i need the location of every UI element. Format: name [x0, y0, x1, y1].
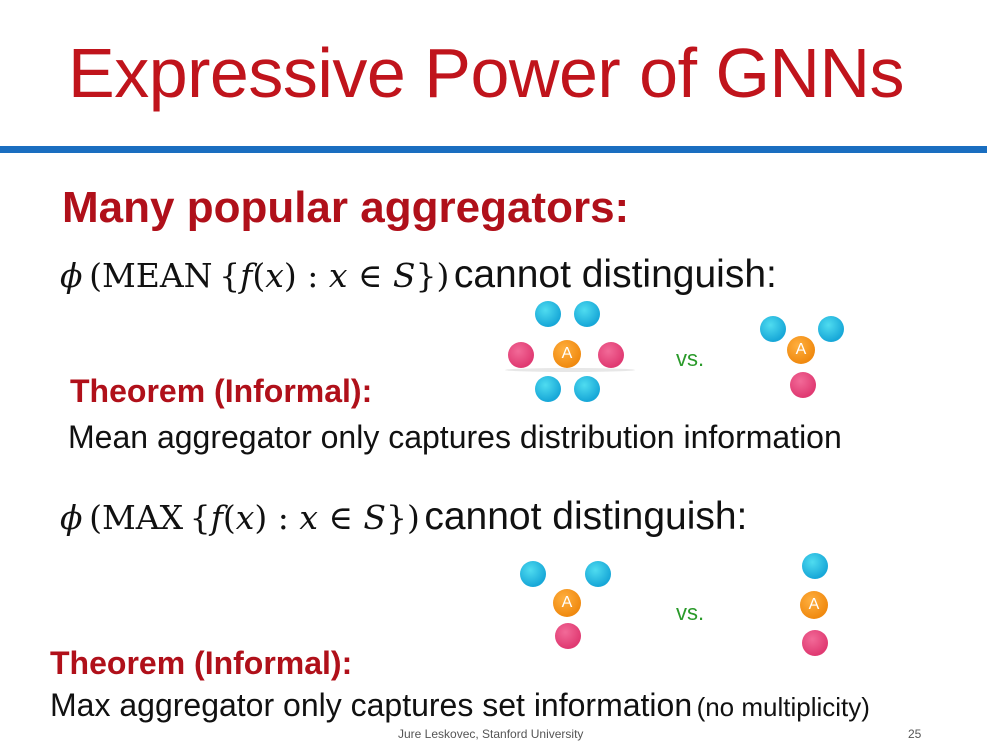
- mean-theorem-text: Mean aggregator only captures distributi…: [68, 419, 842, 455]
- max-formula: ϕ (MAX {f(x) : x ∈ S}): [60, 498, 420, 537]
- node-blue: [535, 301, 561, 327]
- node-a: A: [787, 336, 815, 364]
- node-blue: [760, 316, 786, 342]
- max-theorem-note: (no multiplicity): [696, 692, 870, 722]
- node-blue: [585, 561, 611, 587]
- node-pink: [802, 630, 828, 656]
- max-theorem-label: Theorem (Informal):: [50, 645, 353, 681]
- node-blue: [818, 316, 844, 342]
- node-blue: [574, 376, 600, 402]
- max-theorem-text: Max aggregator only captures set informa…: [50, 687, 693, 723]
- node-blue: [520, 561, 546, 587]
- mean-formula-line: ϕ (MEAN {f(x) : x ∈ S}) cannot distingui…: [60, 255, 777, 294]
- mean-theorem-label: Theorem (Informal):: [70, 373, 373, 409]
- node-blue: [802, 553, 828, 579]
- vs-label-max: vs.: [676, 600, 705, 625]
- title-divider: [0, 146, 987, 153]
- page-number: 25: [908, 727, 922, 741]
- node-a: A: [800, 591, 828, 619]
- slide-title: Expressive Power of GNNs: [68, 34, 905, 112]
- node-pink: [598, 342, 624, 368]
- node-pink: [790, 372, 816, 398]
- max-theorem-line: Max aggregator only captures set informa…: [50, 689, 870, 721]
- mean-formula: ϕ (MEAN {f(x) : x ∈ S}): [60, 256, 450, 295]
- node-pink: [508, 342, 534, 368]
- node-blue: [574, 301, 600, 327]
- mean-cannot-distinguish: cannot distinguish:: [453, 253, 777, 296]
- node-a: A: [553, 589, 581, 617]
- node-blue: [535, 376, 561, 402]
- max-cannot-distinguish: cannot distinguish:: [424, 495, 748, 538]
- node-a: A: [553, 340, 581, 368]
- footer-author: Jure Leskovec, Stanford University: [398, 727, 584, 741]
- vs-label-mean: vs.: [676, 346, 705, 371]
- node-pink: [555, 623, 581, 649]
- section-heading: Many popular aggregators:: [62, 183, 630, 232]
- max-formula-line: ϕ (MAX {f(x) : x ∈ S}) cannot distinguis…: [60, 497, 747, 536]
